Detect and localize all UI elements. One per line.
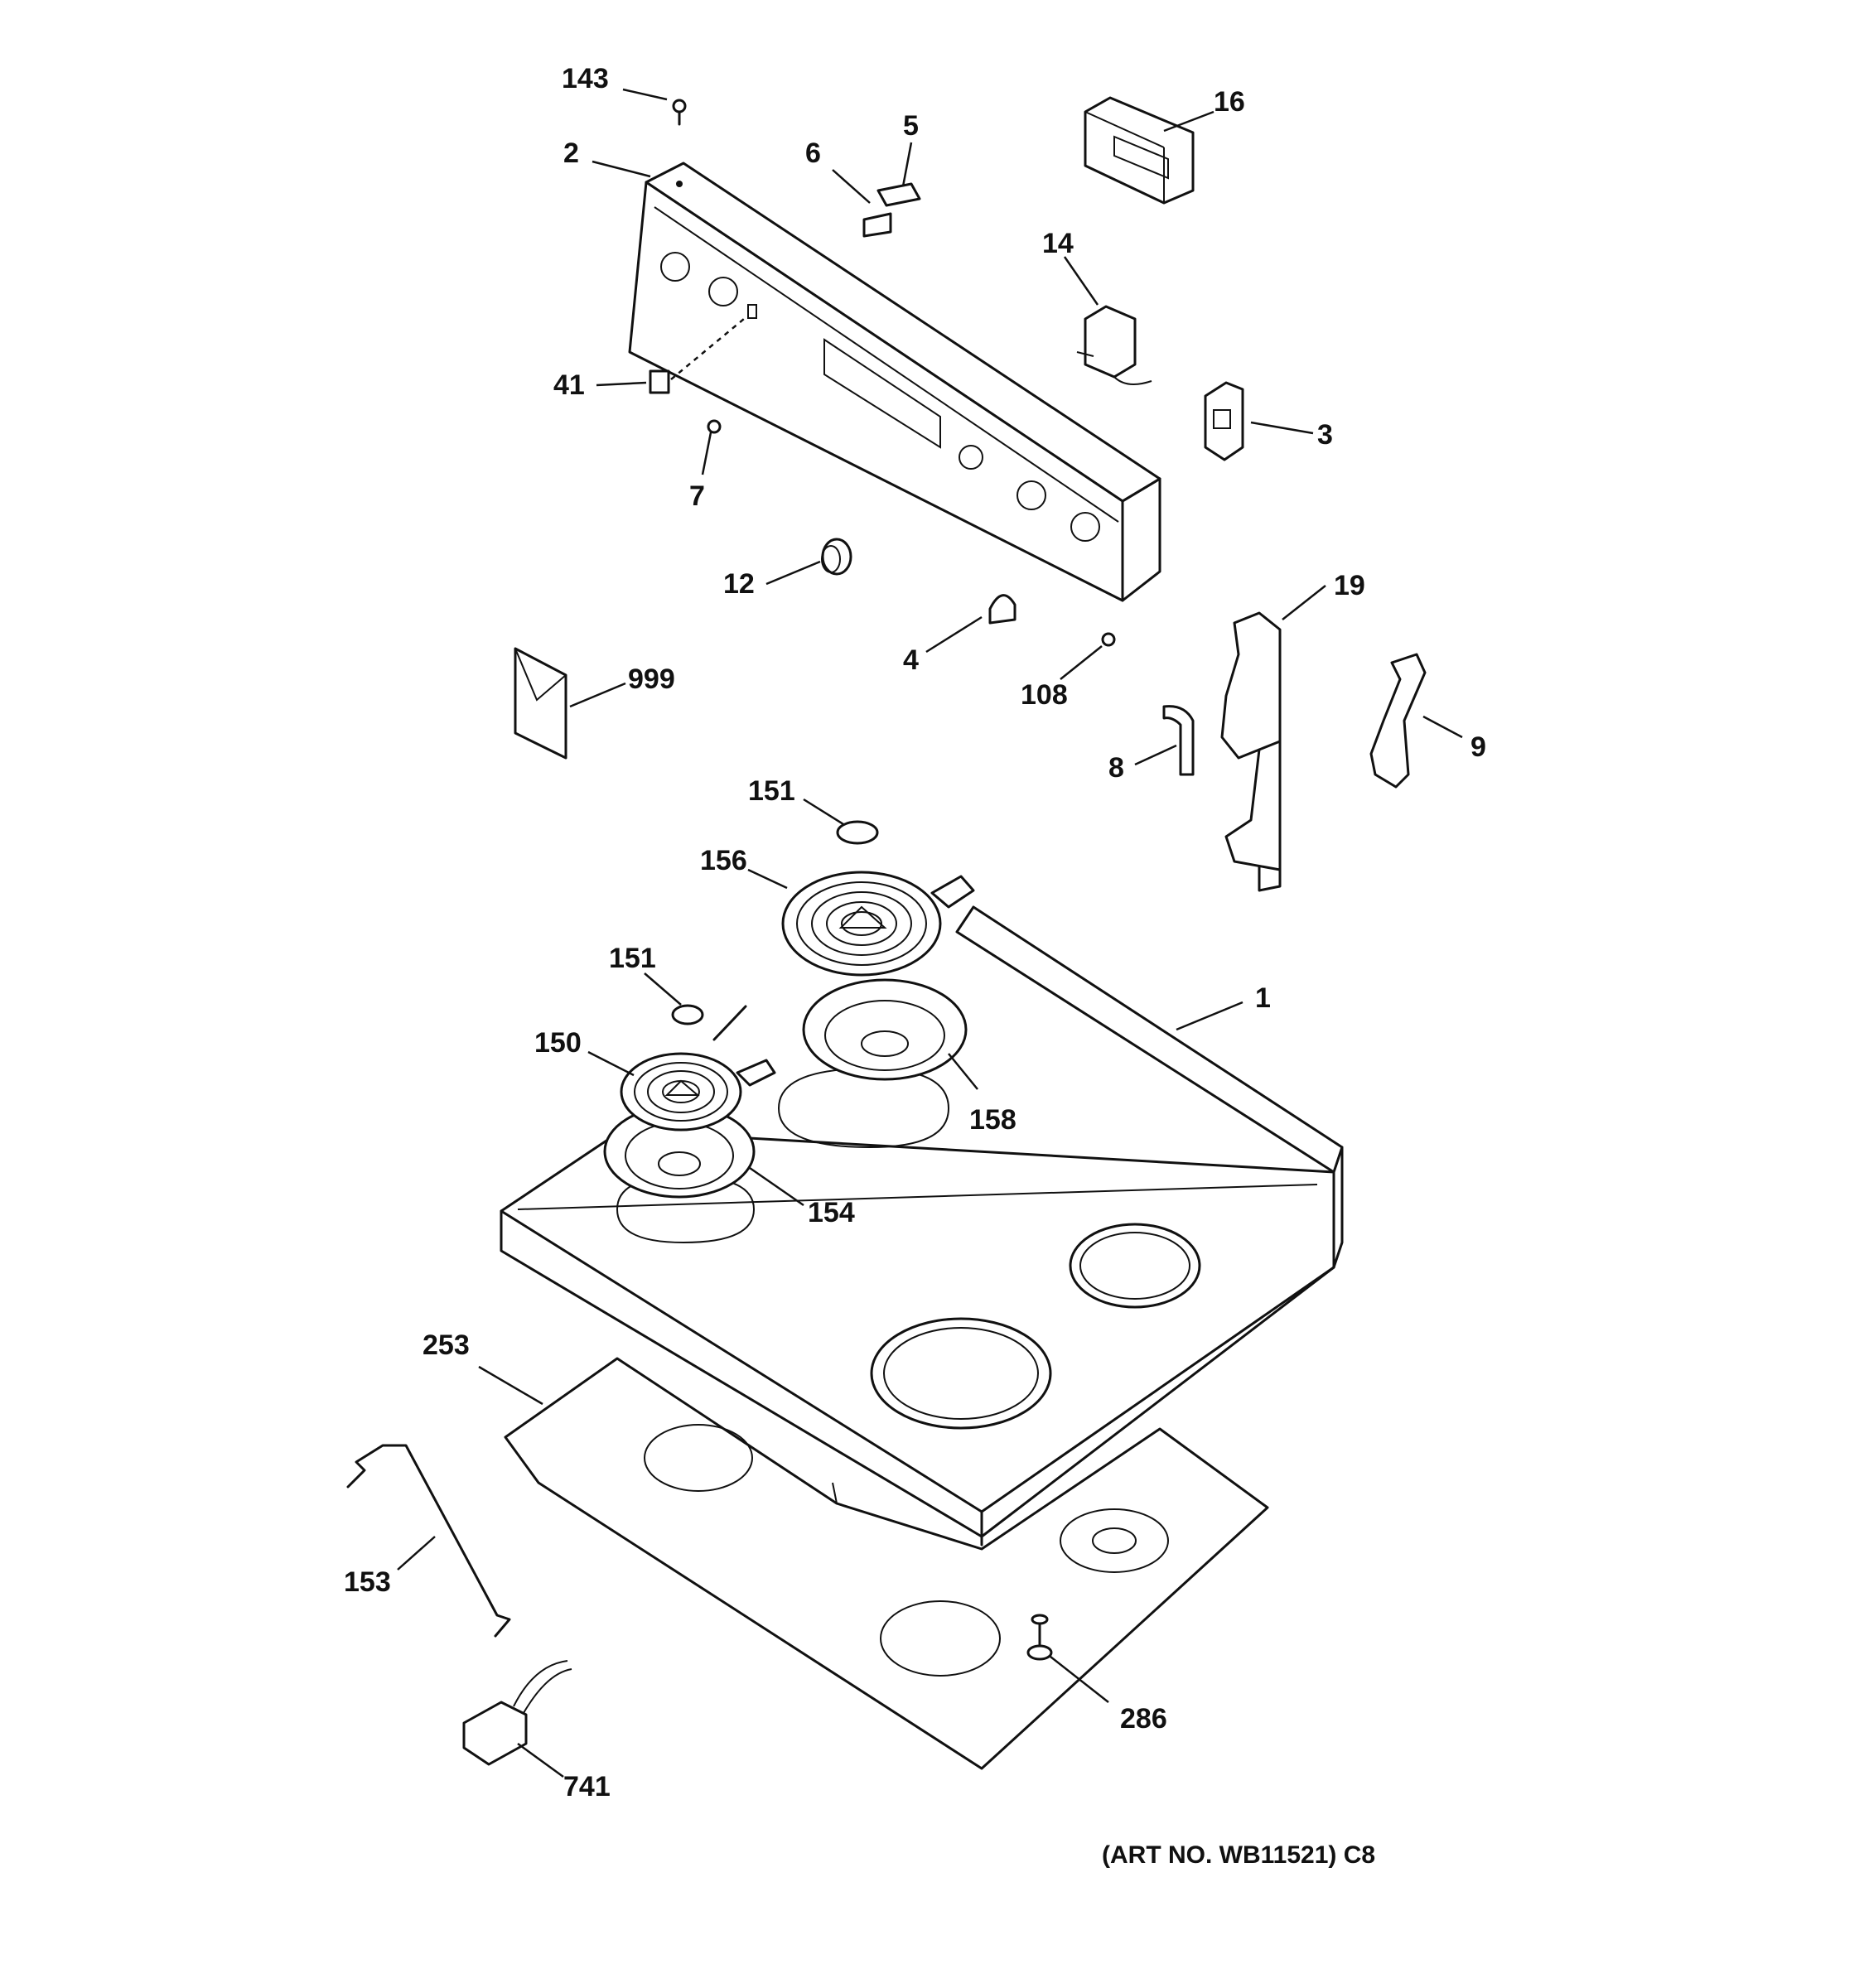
callout-150: 150 — [534, 1027, 582, 1059]
part-5-bracket — [876, 182, 921, 207]
part-2-control-panel — [628, 162, 1161, 602]
callout-14: 14 — [1042, 228, 1074, 259]
callout-16: 16 — [1214, 86, 1245, 118]
callout-999: 999 — [628, 663, 675, 695]
part-41-indicator — [649, 369, 670, 394]
callout-2: 2 — [563, 138, 579, 169]
callout-9: 9 — [1470, 731, 1486, 763]
part-151-support-upper — [836, 820, 879, 845]
callout-158: 158 — [969, 1104, 1017, 1136]
part-3-switch — [1204, 381, 1244, 461]
callout-143: 143 — [562, 63, 609, 94]
callout-151-lower: 151 — [609, 943, 656, 974]
part-153-wire — [346, 1444, 511, 1638]
callout-286: 286 — [1120, 1703, 1167, 1735]
part-156-surface-element — [781, 871, 975, 977]
callout-7: 7 — [689, 480, 705, 512]
art-number-note: (ART NO. WB11521) C8 — [1102, 1841, 1376, 1869]
part-154-drip-pan — [603, 1104, 756, 1199]
part-741-terminal-block — [462, 1660, 572, 1766]
part-253-burner-box — [504, 1357, 1269, 1770]
callout-5: 5 — [903, 110, 919, 142]
part-16-electronic-control — [1084, 96, 1195, 205]
part-1-cooktop — [500, 905, 1344, 1546]
part-143-screw — [672, 99, 687, 126]
callout-741: 741 — [563, 1771, 611, 1802]
part-9-end-cap — [1369, 653, 1427, 789]
callout-8: 8 — [1108, 752, 1124, 784]
callout-3: 3 — [1317, 419, 1333, 451]
part-108-screw — [1101, 632, 1116, 647]
callout-41: 41 — [553, 369, 585, 401]
callout-156: 156 — [700, 845, 747, 876]
part-4-knob — [988, 594, 1017, 625]
part-999-literature — [514, 647, 567, 760]
part-7-screw — [707, 419, 722, 434]
callout-12: 12 — [723, 568, 755, 600]
part-12-knob — [821, 538, 852, 576]
part-14-switch — [1076, 305, 1152, 385]
callout-6: 6 — [805, 138, 821, 169]
callout-154: 154 — [808, 1197, 855, 1228]
part-19-side-trim — [1220, 611, 1282, 892]
part-150-surface-element — [620, 1052, 776, 1132]
callout-253: 253 — [423, 1329, 470, 1361]
part-6-clip — [862, 212, 892, 238]
callout-153: 153 — [344, 1566, 391, 1598]
callout-4: 4 — [903, 644, 919, 676]
part-158-drip-pan — [802, 978, 968, 1081]
part-151-support-lower — [671, 1004, 704, 1025]
part-8-bracket — [1162, 705, 1195, 776]
callout-108: 108 — [1021, 679, 1068, 711]
part-286-screw — [1026, 1614, 1053, 1661]
callout-1: 1 — [1255, 982, 1271, 1014]
leader-lines — [397, 88, 1463, 1778]
callout-19: 19 — [1334, 570, 1365, 601]
callout-151-upper: 151 — [748, 775, 795, 807]
